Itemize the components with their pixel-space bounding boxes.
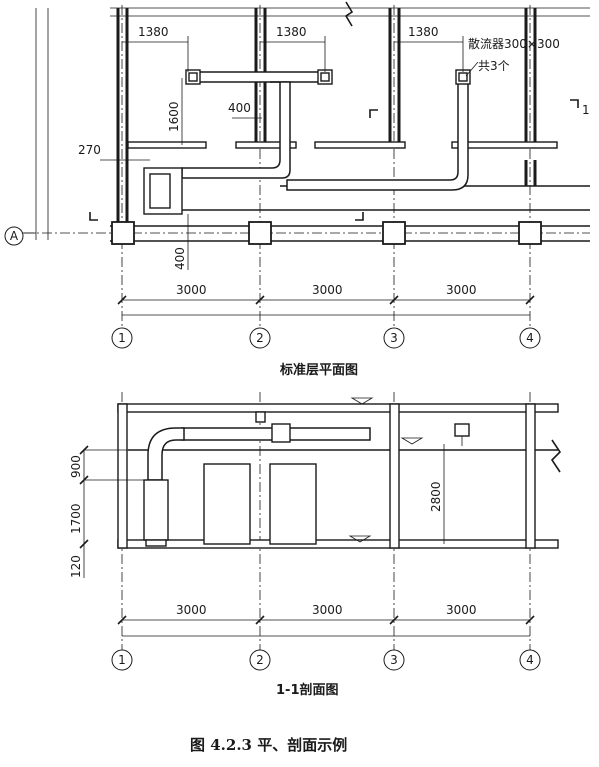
dim-tick: [117, 295, 127, 305]
break-mark: [550, 439, 562, 473]
axis-label-1: 1: [118, 331, 126, 345]
section-roof-slab: [117, 403, 559, 413]
plan-partition: [451, 141, 558, 149]
door-2: [269, 463, 317, 545]
axis-bubble-1: [111, 649, 133, 671]
note-leader: [465, 61, 479, 77]
door-1: [203, 463, 251, 545]
section-cut-mark: [570, 99, 579, 108]
section-cut-mark: [369, 109, 378, 118]
plan-partition: [235, 141, 297, 149]
dim-1380-c: 1380: [408, 25, 439, 39]
section-beam-2: [255, 411, 266, 423]
section-cut-mark: [355, 212, 364, 221]
diffuser-2-inner: [320, 72, 330, 82]
duct-main: [187, 71, 331, 83]
dim-span-2: 3000: [312, 283, 343, 297]
dim-tick: [255, 615, 265, 625]
dim-tick: [525, 615, 535, 625]
air-handling-unit-core: [149, 173, 171, 209]
duct-riser-connection: [181, 81, 291, 179]
axis-bubble-4: [519, 327, 541, 349]
dim-2800: 2800: [429, 481, 443, 512]
dim-270: 270: [78, 143, 101, 157]
axis-bubble-2: [249, 649, 271, 671]
figure-caption: 图 4.2.3 平、剖面示例: [190, 736, 347, 754]
section-view: 900 1700 120 2800 3000 3000 3000 1 2 3 4…: [69, 392, 562, 698]
axis-bubble-A: [4, 226, 24, 246]
dim-120: 120: [69, 555, 83, 578]
axis-bubble-1: [111, 327, 133, 349]
dim-tick: [255, 295, 265, 305]
dim-1380-a: 1380: [138, 25, 169, 39]
section-duct-elbow: [147, 427, 185, 481]
axis-label-2: 2: [256, 653, 264, 667]
column-4: [518, 221, 542, 245]
axis-bubble-4: [519, 649, 541, 671]
diffuser-3-inner: [458, 72, 468, 82]
section-ahu: [143, 479, 169, 541]
elevation-marker: [350, 397, 374, 405]
axis-label-A: A: [10, 229, 19, 243]
axis-label-4: 4: [526, 653, 534, 667]
dim-tick: [389, 295, 399, 305]
elevation-marker: [348, 535, 372, 543]
plan-title: 标准层平面图: [279, 362, 358, 378]
dim-span-1: 3000: [176, 603, 207, 617]
column-1: [111, 221, 135, 245]
plan-partition: [314, 141, 406, 149]
section-cut-mark: [89, 212, 98, 221]
axis-bubble-3: [383, 649, 405, 671]
axis-label-4: 4: [526, 331, 534, 345]
diffuser-note-line1: 散流器300×300: [468, 36, 560, 51]
elevation-marker: [400, 437, 424, 445]
dim-900: 900: [69, 455, 83, 478]
dim-1700: 1700: [69, 503, 83, 534]
column-2: [248, 221, 272, 245]
dim-400-a: 400: [228, 101, 251, 115]
dim-tick: [389, 615, 399, 625]
column-3: [382, 221, 406, 245]
section-mark-label: 1: [582, 103, 590, 117]
section-wall-1: [117, 403, 128, 549]
section-ahu-base: [145, 539, 167, 547]
section-wall-3: [389, 403, 400, 549]
plan-view: 1 1380 1380 1380 散流器300×300 共3个 1600 400…: [4, 1, 590, 378]
dim-tick: [117, 615, 127, 625]
duct-branch: [286, 81, 469, 191]
dim-400-b: 400: [173, 247, 187, 270]
section-floor-slab: [117, 539, 559, 549]
dim-1380-b: 1380: [276, 25, 307, 39]
break-mark: [344, 1, 354, 27]
section-diffuser-far: [454, 423, 470, 437]
axis-label-3: 3: [390, 331, 398, 345]
section-wall-4: [525, 403, 536, 549]
section-title: 1-1剖面图: [276, 682, 339, 698]
axis-label-1: 1: [118, 653, 126, 667]
diffuser-note-line2: 共3个: [478, 59, 510, 73]
section-diffuser: [271, 423, 291, 443]
axis-label-3: 3: [390, 653, 398, 667]
dim-span-2: 3000: [312, 603, 343, 617]
dim-1600: 1600: [167, 101, 181, 132]
axis-label-2: 2: [256, 331, 264, 345]
dim-span-1: 3000: [176, 283, 207, 297]
plan-partition: [127, 141, 207, 149]
diffuser-1-inner: [188, 72, 198, 82]
axis-bubble-2: [249, 327, 271, 349]
dim-span-3: 3000: [446, 283, 477, 297]
dim-tick: [79, 539, 89, 549]
axis-bubble-3: [383, 327, 405, 349]
dim-tick: [525, 295, 535, 305]
dim-span-3: 3000: [446, 603, 477, 617]
